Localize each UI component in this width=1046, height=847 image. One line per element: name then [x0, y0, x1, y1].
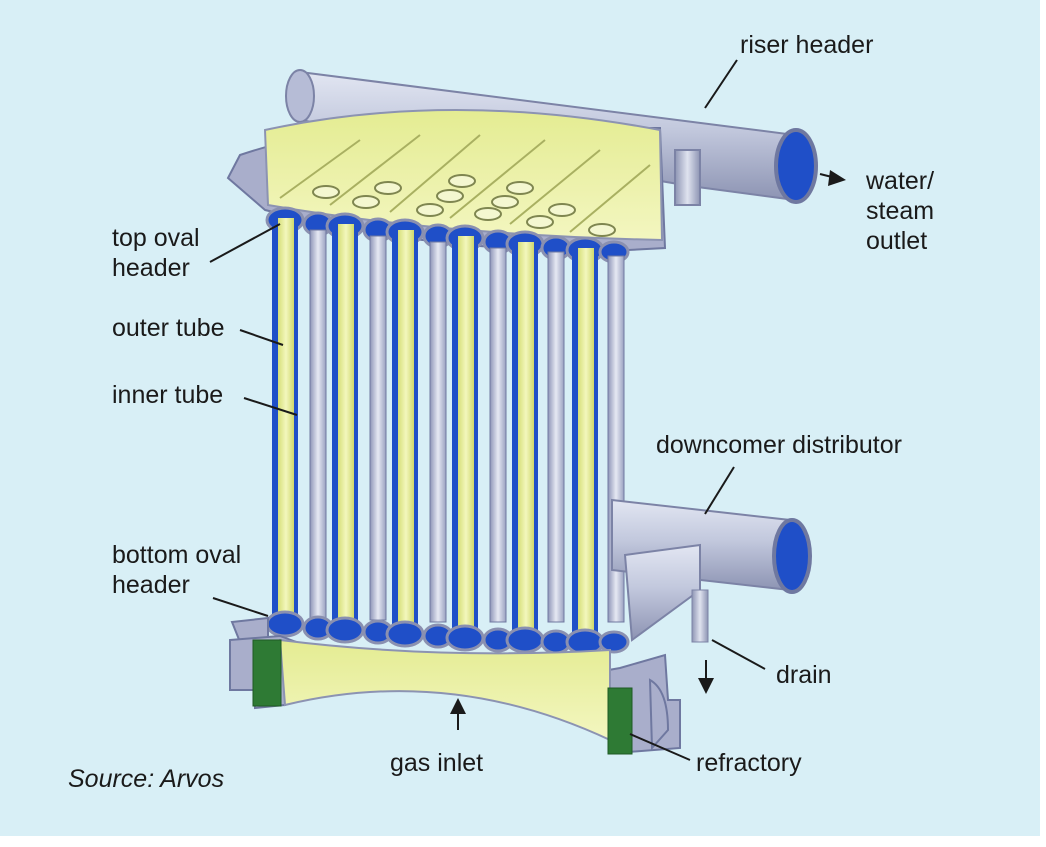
label-top-oval-header-line2: header	[112, 254, 190, 282]
leader-inner-tube	[243, 397, 298, 416]
label-inner-tube: inner tube	[112, 381, 224, 409]
refractory-left	[252, 639, 282, 707]
arrow-gas-inlet-head	[450, 698, 466, 714]
label-refractory: refractory	[696, 749, 802, 777]
leader-bottom-oval-header	[212, 597, 269, 617]
label-water-steam-outlet-line1: water/	[866, 167, 935, 195]
label-water-steam-outlet: water/ steam outlet	[866, 166, 934, 256]
bottom-shell	[229, 616, 681, 755]
leader-lines	[209, 59, 837, 761]
tube-bundle	[272, 214, 625, 632]
label-gas-inlet: gas inlet	[390, 749, 484, 777]
arrow-drain-head	[698, 678, 714, 694]
label-bottom-oval-header-line2: header	[112, 571, 190, 599]
leader-top-oval-header	[209, 223, 281, 263]
arrow-outlet-head	[828, 170, 846, 186]
leader-drain	[711, 639, 766, 670]
leader-outer-tube	[239, 329, 284, 346]
label-outer-tube: outer tube	[112, 314, 225, 342]
source-credit: Source: Arvos	[68, 765, 225, 793]
leader-riser-header	[704, 59, 738, 109]
label-downcomer-distributor: downcomer distributor	[656, 431, 902, 459]
label-water-steam-outlet-line2: steam	[866, 197, 935, 225]
leader-downcomer	[704, 466, 735, 515]
label-top-oval-header-line1: top oval	[112, 224, 200, 252]
label-bottom-oval-header-line1: bottom oval	[112, 541, 242, 569]
label-water-steam-outlet-line3: outlet	[866, 227, 928, 255]
refractory-right	[607, 687, 633, 755]
label-bottom-oval-header: bottom oval header	[112, 540, 241, 600]
label-top-oval-header: top oval header	[112, 223, 200, 283]
bottom-oval-header-row	[265, 610, 630, 656]
leader-refractory	[629, 733, 691, 761]
downcomer-distributor-pipe	[611, 498, 812, 643]
label-riser-header: riser header	[740, 31, 874, 59]
arrowheads	[450, 170, 846, 714]
label-drain: drain	[776, 661, 832, 689]
